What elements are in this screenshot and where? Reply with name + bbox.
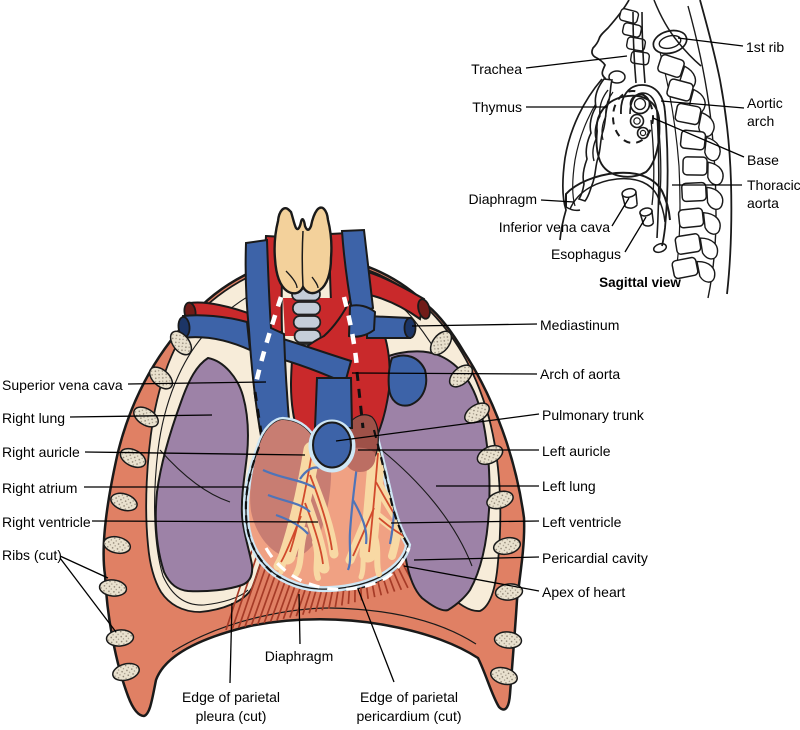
svg-text:Right lung: Right lung [2, 410, 65, 426]
svg-text:arch: arch [747, 113, 774, 129]
svg-text:Mediastinum: Mediastinum [540, 317, 619, 333]
svg-text:Thoracic: Thoracic [747, 177, 800, 193]
svg-text:Left lung: Left lung [542, 478, 596, 494]
svg-text:Esophagus: Esophagus [551, 246, 621, 262]
svg-text:pericardium (cut): pericardium (cut) [356, 708, 461, 724]
svg-text:Diaphragm: Diaphragm [469, 191, 537, 207]
svg-text:Pericardial cavity: Pericardial cavity [542, 550, 648, 566]
svg-text:Aortic: Aortic [747, 95, 783, 111]
svg-text:Ribs (cut): Ribs (cut) [2, 547, 62, 563]
svg-text:Apex of heart: Apex of heart [542, 584, 625, 600]
svg-text:Thymus: Thymus [472, 99, 522, 115]
svg-text:Left ventricle: Left ventricle [542, 514, 622, 530]
svg-text:Base: Base [747, 152, 779, 168]
svg-text:Right ventricle: Right ventricle [2, 514, 91, 530]
svg-text:Pulmonary trunk: Pulmonary trunk [542, 407, 645, 423]
svg-text:Edge of parietal: Edge of parietal [182, 689, 280, 705]
svg-text:Right auricle: Right auricle [2, 444, 80, 460]
svg-text:Diaphragm: Diaphragm [265, 648, 333, 664]
svg-text:Trachea: Trachea [471, 61, 522, 77]
svg-text:Edge of parietal: Edge of parietal [360, 689, 458, 705]
svg-text:Left auricle: Left auricle [542, 443, 611, 459]
svg-text:Sagittal view: Sagittal view [599, 275, 681, 290]
svg-text:aorta: aorta [747, 195, 779, 211]
svg-text:Inferior vena cava: Inferior vena cava [499, 219, 610, 235]
svg-text:Right atrium: Right atrium [2, 480, 77, 496]
svg-text:1st rib: 1st rib [746, 39, 784, 55]
svg-text:pleura (cut): pleura (cut) [196, 708, 267, 724]
svg-text:Arch of aorta: Arch of aorta [540, 366, 620, 382]
svg-text:Superior vena cava: Superior vena cava [2, 377, 123, 393]
